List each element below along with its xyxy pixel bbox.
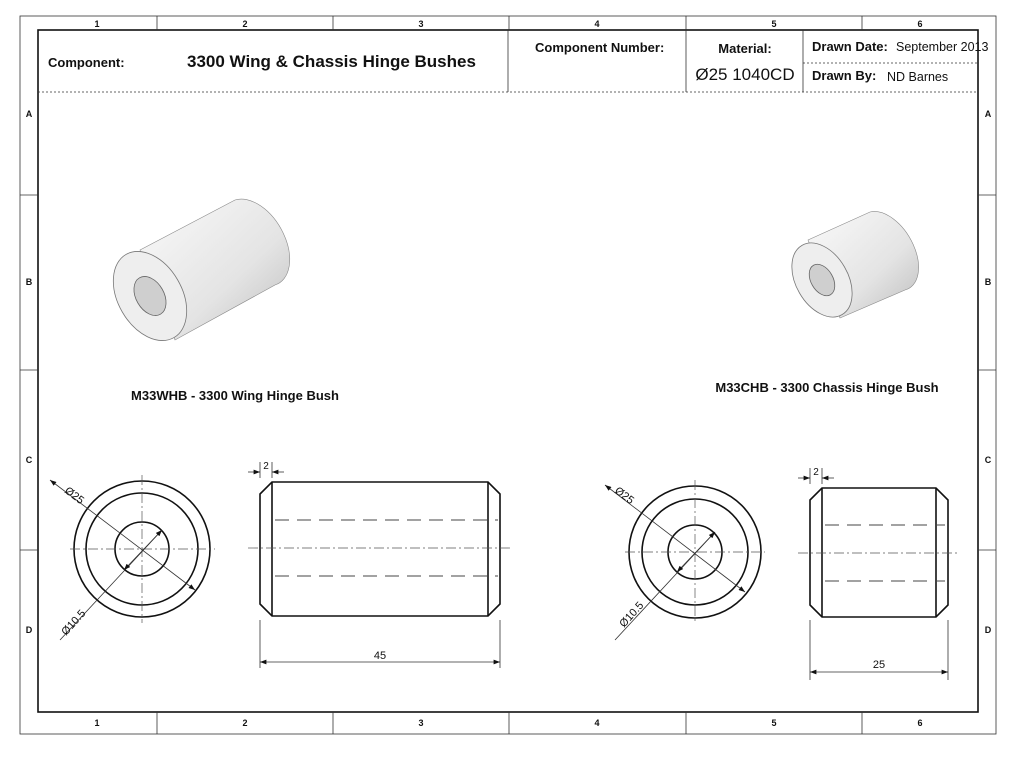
col-label: 1 <box>94 718 99 728</box>
drawn-date-label: Drawn Date: <box>812 39 888 54</box>
row-label: A <box>985 109 992 119</box>
wing-bush-caption: M33WHB - 3300 Wing Hinge Bush <box>131 388 339 403</box>
col-label: 2 <box>242 19 247 29</box>
col-label: 2 <box>242 718 247 728</box>
row-label: B <box>26 277 33 287</box>
outer-diameter-dim: Ø25 <box>612 485 636 507</box>
row-label: A <box>26 109 33 119</box>
col-label: 6 <box>917 718 922 728</box>
col-label: 3 <box>418 19 423 29</box>
zone-labels: 1 2 3 4 5 6 1 2 3 4 5 6 A B C D A B C D <box>26 19 992 728</box>
row-label: B <box>985 277 992 287</box>
chassis-bush-3d-view <box>791 211 919 319</box>
component-title: 3300 Wing & Chassis Hinge Bushes <box>187 52 476 71</box>
drawn-date-value: September 2013 <box>896 40 988 54</box>
col-label: 3 <box>418 718 423 728</box>
wing-bush-end-view: Ø25 Ø10.5 <box>49 475 215 641</box>
title-block: Component: 3300 Wing & Chassis Hinge Bus… <box>38 30 988 93</box>
drawn-by-value: ND Barnes <box>887 70 948 84</box>
drawn-by-label: Drawn By: <box>812 68 876 83</box>
chamfer-dim: 2 <box>813 467 819 478</box>
length-dim: 25 <box>873 659 885 671</box>
component-number-label: Component Number: <box>535 40 664 55</box>
wing-bush-3d-view <box>112 198 291 341</box>
row-label: C <box>26 455 33 465</box>
inner-diameter-dim: Ø10.5 <box>617 600 646 630</box>
chassis-bush-end-view: Ø25 Ø10.5 <box>604 480 765 641</box>
row-label: D <box>26 625 33 635</box>
component-label: Component: <box>48 55 125 70</box>
col-label: 4 <box>594 718 599 728</box>
wing-bush-side-view: 2 45 <box>248 461 512 668</box>
row-label: C <box>985 455 992 465</box>
col-label: 5 <box>771 19 776 29</box>
inner-diameter-dim: Ø10.5 <box>59 608 88 638</box>
col-label: 5 <box>771 718 776 728</box>
sheet-frame <box>19 15 997 735</box>
col-label: 4 <box>594 19 599 29</box>
col-label: 1 <box>94 19 99 29</box>
chamfer-dim: 2 <box>263 461 269 472</box>
chassis-bush-caption: M33CHB - 3300 Chassis Hinge Bush <box>715 380 938 395</box>
material-label: Material: <box>718 41 771 56</box>
chassis-bush-side-view: 2 25 <box>798 467 960 680</box>
material-value: Ø25 1040CD <box>695 65 794 84</box>
length-dim: 45 <box>374 650 386 662</box>
row-label: D <box>985 625 992 635</box>
col-label: 6 <box>917 19 922 29</box>
outer-diameter-dim: Ø25 <box>62 485 86 507</box>
